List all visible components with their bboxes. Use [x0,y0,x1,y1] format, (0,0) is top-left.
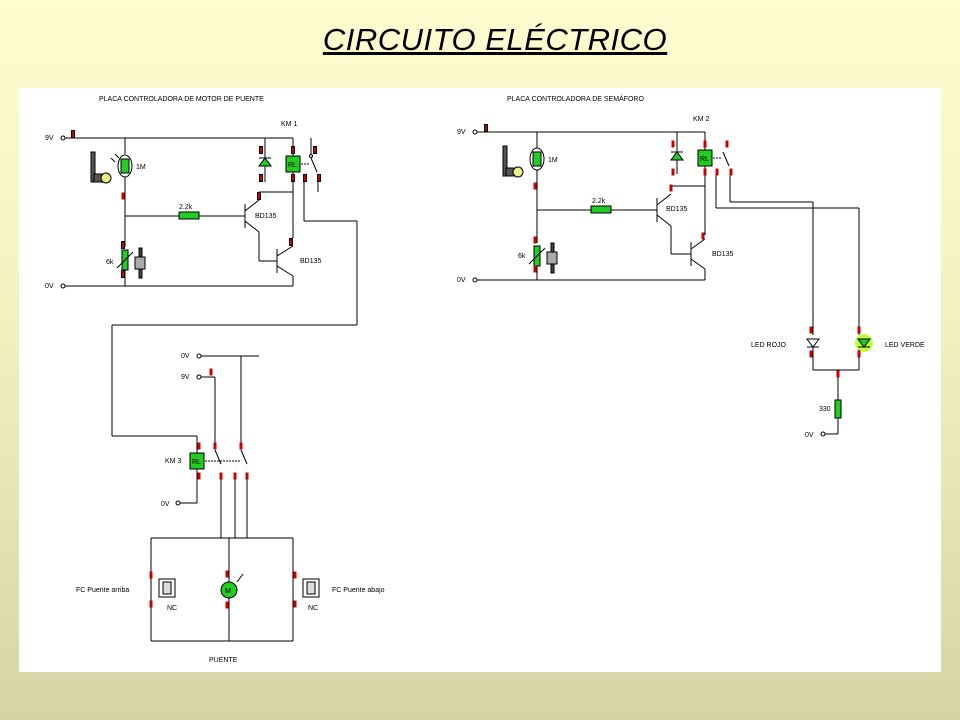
motor-ldr-label: 1M [136,164,146,171]
motor-supply-label: 9V [45,135,54,142]
bridge-label: PUENTE [209,657,238,664]
ldr-element [120,158,130,174]
circuit-diagram: PLACA CONTROLADORA DE MOTOR DE PUENTE 9V… [45,94,925,664]
switch-down-label: FC Puente abajo [332,587,385,594]
lamp-icon [90,151,112,184]
slider-knob [134,247,146,279]
traffic-transistor1-label: BD135 [666,206,688,213]
bridge-board: 0V 9V KM 3 RL 0V FC Puente arrib [76,353,385,664]
motor-board: PLACA CONTROLADORA DE MOTOR DE PUENTE 9V… [45,96,358,437]
traffic-relay-label: RL [700,156,709,163]
bridge-relay-label: RL [192,459,201,466]
traffic-board: PLACA CONTROLADORA DE SEMÁFORO 9V 0V 1M … [457,94,925,439]
motor-transistor1-label: BD135 [255,213,277,220]
bridge-supply-label: 9V [181,374,190,381]
motor-icon [220,581,238,599]
terminal [313,146,317,154]
motor-board-title: PLACA CONTROLADORA DE MOTOR DE PUENTE [99,96,264,103]
bridge-relay-name: KM 3 [165,458,181,465]
motor-relay-coil [285,155,301,173]
led-green-label: LED VERDE [885,342,925,349]
led-ground-label: 0V [805,432,814,439]
terminal [291,174,295,182]
motor-supply-node [60,135,66,141]
traffic-ldr-label: 1M [548,157,558,164]
slide-title: CIRCUITO ELÉCTRICO [322,22,668,57]
switch-nc-right: NC [308,605,318,612]
bridge-ground-top-label: 0V [181,353,190,360]
led-resistor-label: 330 [819,406,831,413]
led-red-label: LED ROJO [751,342,787,349]
traffic-ground-label: 0V [457,277,466,284]
bridge-ground-bottom-label: 0V [161,501,170,508]
terminal [484,124,488,132]
terminal [303,174,307,182]
traffic-pot-label: 6k [518,253,526,260]
terminal [317,174,321,182]
motor-relay-label: RL [288,162,297,169]
terminal [289,238,293,246]
circuit-canvas: PLACA CONTROLADORA DE MOTOR DE PUENTE 9V… [19,88,941,672]
motor-transistor2-label: BD135 [300,258,322,265]
motor-relay-name: KM 1 [281,121,297,128]
motor-resistor-label: 2.2k [179,204,193,211]
terminal [259,146,263,154]
traffic-transistor2-label: BD135 [712,251,734,258]
terminal [257,192,261,200]
terminal [259,174,263,182]
motor-label: M [225,588,231,595]
slider-knob [546,242,558,274]
motor-pot-label: 6k [106,259,114,266]
terminal [121,270,125,278]
traffic-board-title: PLACA CONTROLADORA DE SEMÁFORO [507,94,644,103]
terminal [71,130,75,138]
motor-ground-node [60,283,66,289]
traffic-supply-label: 9V [457,129,466,136]
terminal [121,241,125,249]
traffic-resistor-label: 2.2k [592,198,606,205]
lamp-icon [502,145,524,178]
switch-up-label: FC Puente arriba [76,587,129,594]
terminal [291,146,295,154]
switch-nc-left: NC [167,605,177,612]
motor-resistor-2k2 [178,211,200,220]
motor-ground-label: 0V [45,283,54,290]
traffic-relay-name: KM 2 [693,116,709,123]
